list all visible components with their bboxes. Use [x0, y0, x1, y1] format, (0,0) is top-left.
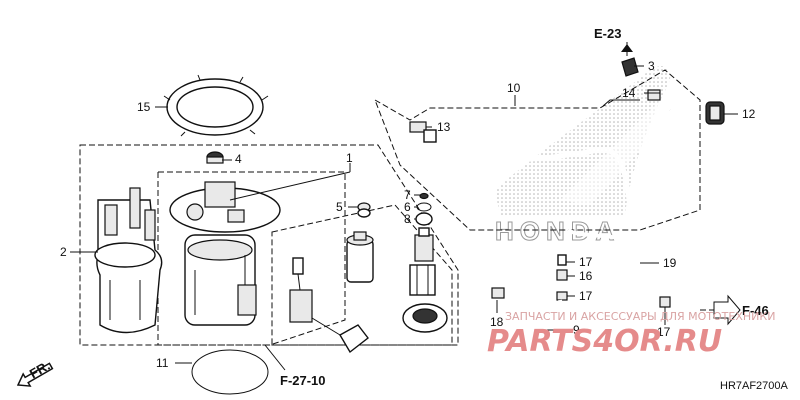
- callout-18: 18: [490, 315, 504, 329]
- front-direction-arrow: FR.: [16, 358, 54, 387]
- callout-1: 1: [346, 151, 353, 165]
- seal-8-part: [415, 212, 433, 226]
- callout-12: 12: [742, 107, 756, 121]
- grommet-part: [206, 151, 224, 164]
- fitting-17-part: [556, 291, 568, 301]
- watermark-line1: ЗАПЧАСТИ И АКСЕССУАРЫ ДЛЯ МОТОТЕХНИКИ: [505, 310, 775, 323]
- pump-housing-part: [94, 187, 163, 334]
- diagram-code: HR7AF2700A: [720, 380, 789, 392]
- assembly-outline-1: [157, 171, 346, 346]
- grommet-12-part: [705, 101, 725, 125]
- callout-3: 3: [648, 59, 655, 73]
- callout-14: 14: [622, 86, 636, 100]
- o-ring-part: [191, 349, 269, 395]
- clip-13-part: [409, 121, 437, 143]
- clip-3-part: [621, 57, 639, 77]
- fuel-hose-10-part: [428, 109, 678, 216]
- clip-14-part: [647, 89, 661, 101]
- assembly-outline-pump: [271, 204, 453, 346]
- ref-e23: E-23: [594, 26, 621, 41]
- pressure-regulator-part: [414, 227, 434, 262]
- ref-f46: F-46: [742, 303, 769, 318]
- ref-f46-arrow: [713, 294, 741, 326]
- seal-5-part: [357, 202, 371, 218]
- callout-16: 16: [579, 269, 593, 283]
- callout-9: 9: [573, 323, 580, 337]
- callout-19: 19: [663, 256, 677, 270]
- honda-logo-text: HONDA: [495, 216, 620, 246]
- callout-17a: 17: [579, 255, 593, 269]
- front-direction-label: FR.: [27, 358, 53, 381]
- callout-8: 8: [404, 212, 411, 226]
- leader-lines: [70, 42, 738, 371]
- callout-11: 11: [156, 356, 169, 370]
- assembly-outline-10: [374, 69, 701, 231]
- callout-6: 6: [404, 200, 411, 214]
- callout-17b: 17: [579, 289, 593, 303]
- watermark-line2: PARTS4OR.RU: [487, 324, 722, 359]
- callout-7: 7: [404, 188, 411, 202]
- callout-2: 2: [60, 245, 67, 259]
- callout-4: 4: [235, 152, 242, 166]
- strainer-part: [402, 303, 448, 333]
- fitting-16-part: [556, 254, 568, 281]
- filter-bracket-part: [409, 264, 436, 296]
- seal-6-part: [416, 202, 432, 212]
- callout-10: 10: [507, 81, 521, 95]
- fuel-pump-module-part: [169, 181, 281, 326]
- seal-7-part: [419, 192, 429, 200]
- ref-f2710: F-27-10: [280, 373, 326, 388]
- assembly-outline-2: [79, 144, 459, 346]
- pump-motor-part: [346, 231, 374, 283]
- honda-wing-logo: [495, 65, 671, 215]
- callout-13: 13: [437, 120, 451, 134]
- fuel-level-sender-part: [289, 257, 369, 354]
- callout-5: 5: [336, 200, 343, 214]
- lock-ring-part: [163, 74, 269, 137]
- callout-15: 15: [137, 100, 151, 114]
- callout-17c: 17: [657, 325, 671, 339]
- hose-9-part: [491, 287, 564, 358]
- ref-e23-arrow: [621, 44, 633, 52]
